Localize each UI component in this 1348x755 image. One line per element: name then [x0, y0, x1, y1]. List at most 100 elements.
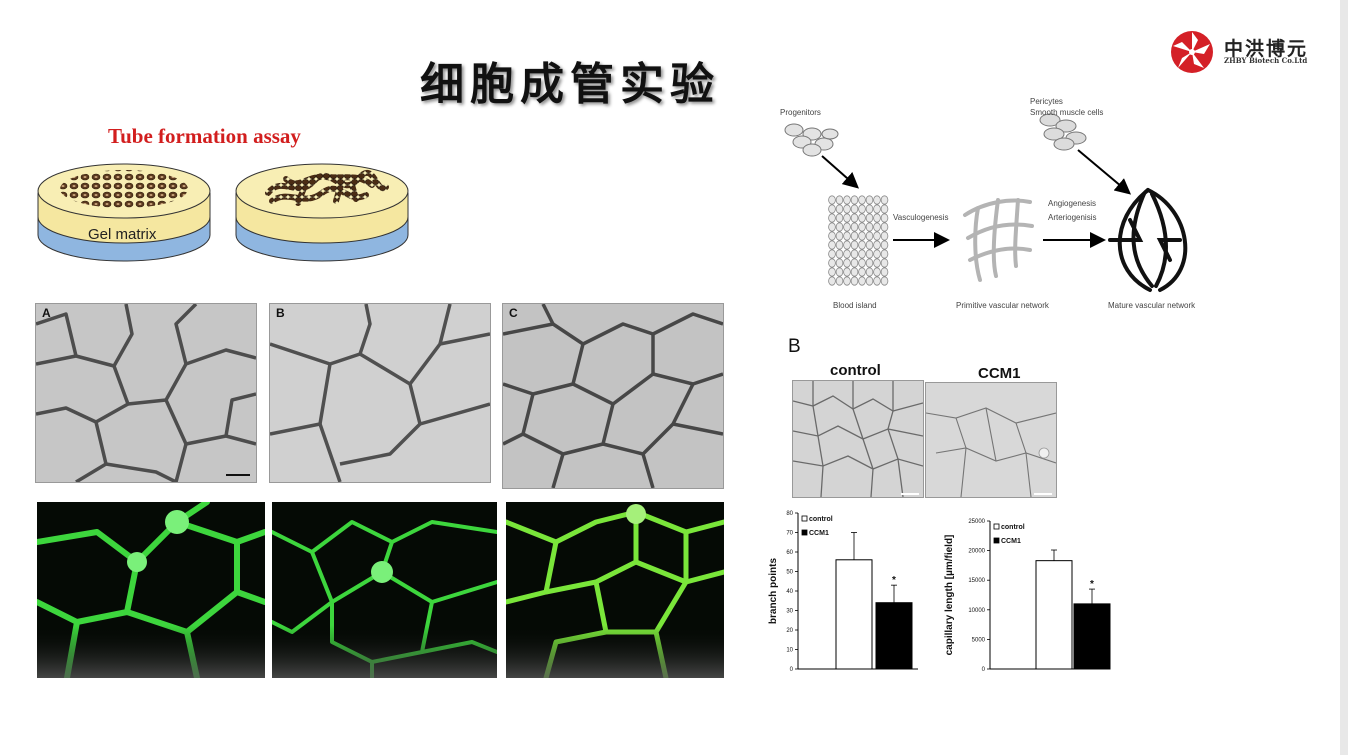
blood-island-cell [880, 222, 889, 232]
assay-schematic [36, 155, 416, 265]
blood-island-cell [835, 204, 844, 214]
blood-island-cell [828, 240, 836, 250]
y-tick-label: 50 [786, 570, 793, 576]
blood-island-cell [873, 249, 881, 259]
bar-ccm1 [1073, 603, 1111, 670]
y-tick-label: 40 [786, 589, 793, 595]
blood-island-cell [843, 231, 851, 241]
blood-island-cell [850, 195, 859, 205]
micrograph-panel-c: C [502, 303, 724, 489]
blood-island-cell [865, 276, 874, 286]
blood-island-cell [865, 267, 874, 277]
pericytes-label: Pericytes [1030, 97, 1063, 106]
blood-island-cell [835, 267, 844, 277]
blood-island-cell [865, 249, 874, 259]
fluorescent-c-image [506, 502, 724, 678]
blood-island-cell [873, 258, 881, 268]
logo-name: 中洪博元 [1224, 38, 1309, 60]
blood-island-cell [880, 249, 889, 259]
blood-island-cell [865, 204, 874, 214]
blood-island-cell [858, 249, 866, 259]
y-tick-label: 5000 [972, 637, 986, 643]
y-tick-label: 70 [786, 531, 793, 537]
legend-swatch [801, 515, 808, 522]
blood-island-cell [858, 213, 866, 223]
primitive-network-label: Primitive vascular network [956, 301, 1049, 310]
blood-island-cell [873, 204, 881, 214]
blood-island-cell [828, 249, 836, 259]
blood-island-cell [843, 240, 851, 250]
blood-island-cell [858, 231, 866, 241]
blood-island-cell [850, 222, 859, 232]
blood-island-cell [850, 240, 859, 250]
blood-island-cell [843, 267, 851, 277]
blood-island-cell [858, 276, 866, 286]
blood-island-cell [835, 249, 844, 259]
legend-label: CCM1 [809, 530, 829, 537]
blood-island-cell [850, 249, 859, 259]
blood-island-cell [880, 258, 889, 268]
legend-label: control [1001, 524, 1025, 531]
blood-island-cell [828, 258, 836, 268]
control-column-heading: control [830, 362, 881, 379]
blood-island-cell [880, 240, 889, 250]
fluorescent-a-image [37, 502, 265, 678]
ccm1-micrograph-image [926, 383, 1056, 497]
blood-island-cell [828, 231, 836, 241]
panel-letter-c: C [509, 306, 518, 320]
blood-island-cell [880, 204, 889, 214]
blood-island-cell [873, 213, 881, 223]
blood-island-cell [865, 222, 874, 232]
y-tick-label: 30 [786, 609, 793, 615]
y-tick-label: 20 [786, 628, 793, 634]
fluorescent-panel-b [272, 502, 497, 678]
blood-island-cell [865, 231, 874, 241]
y-axis-title: branch points [768, 558, 779, 625]
legend-label: CCM1 [1001, 538, 1021, 545]
progenitors-label: Progenitors [780, 108, 821, 117]
vasculogenesis-diagram [760, 90, 1230, 320]
blood-island-cell [828, 204, 836, 214]
blood-island-cell [843, 276, 851, 286]
blood-island-cell [828, 222, 836, 232]
y-tick-label: 15000 [968, 578, 985, 584]
blood-island-cell [835, 222, 844, 232]
blood-island-cell [843, 195, 851, 205]
petri-dishes-illustration [37, 163, 409, 262]
angiogenesis-label: Angiogenesis [1048, 199, 1097, 208]
blood-island-cell [880, 195, 889, 205]
legend-swatch [993, 537, 1000, 544]
blood-island-cell [858, 240, 866, 250]
blood-island-cell [858, 204, 866, 214]
blood-island-cell [865, 240, 874, 250]
y-axis-title: capillary length [µm/field] [944, 535, 955, 656]
blood-island-cell [828, 267, 836, 277]
micrograph-a-image [36, 304, 256, 482]
blood-island-cell [835, 195, 844, 205]
blood-island-cell [873, 231, 881, 241]
blood-island-cell [873, 276, 881, 286]
y-tick-label: 60 [786, 550, 793, 556]
blood-island-cell [850, 267, 859, 277]
vertical-scrollbar[interactable] [1340, 0, 1348, 755]
y-tick-label: 20000 [968, 549, 985, 555]
significance-marker: * [892, 575, 896, 586]
blood-island-cell [865, 213, 874, 223]
blood-island-cell [873, 240, 881, 250]
blood-island-cell [880, 276, 889, 286]
blood-island-cell [865, 258, 874, 268]
micrograph-c-image [503, 304, 723, 488]
ccm1-micrograph [925, 382, 1057, 498]
blood-island-cell [850, 231, 859, 241]
blood-island-cell [835, 258, 844, 268]
blood-island-cell [828, 276, 836, 286]
blood-island-cell [858, 258, 866, 268]
control-micrograph-image [793, 381, 923, 497]
blood-island-cell [828, 195, 836, 205]
vessel-development-illustration [784, 113, 1188, 292]
panel-letter-b: B [276, 306, 285, 320]
